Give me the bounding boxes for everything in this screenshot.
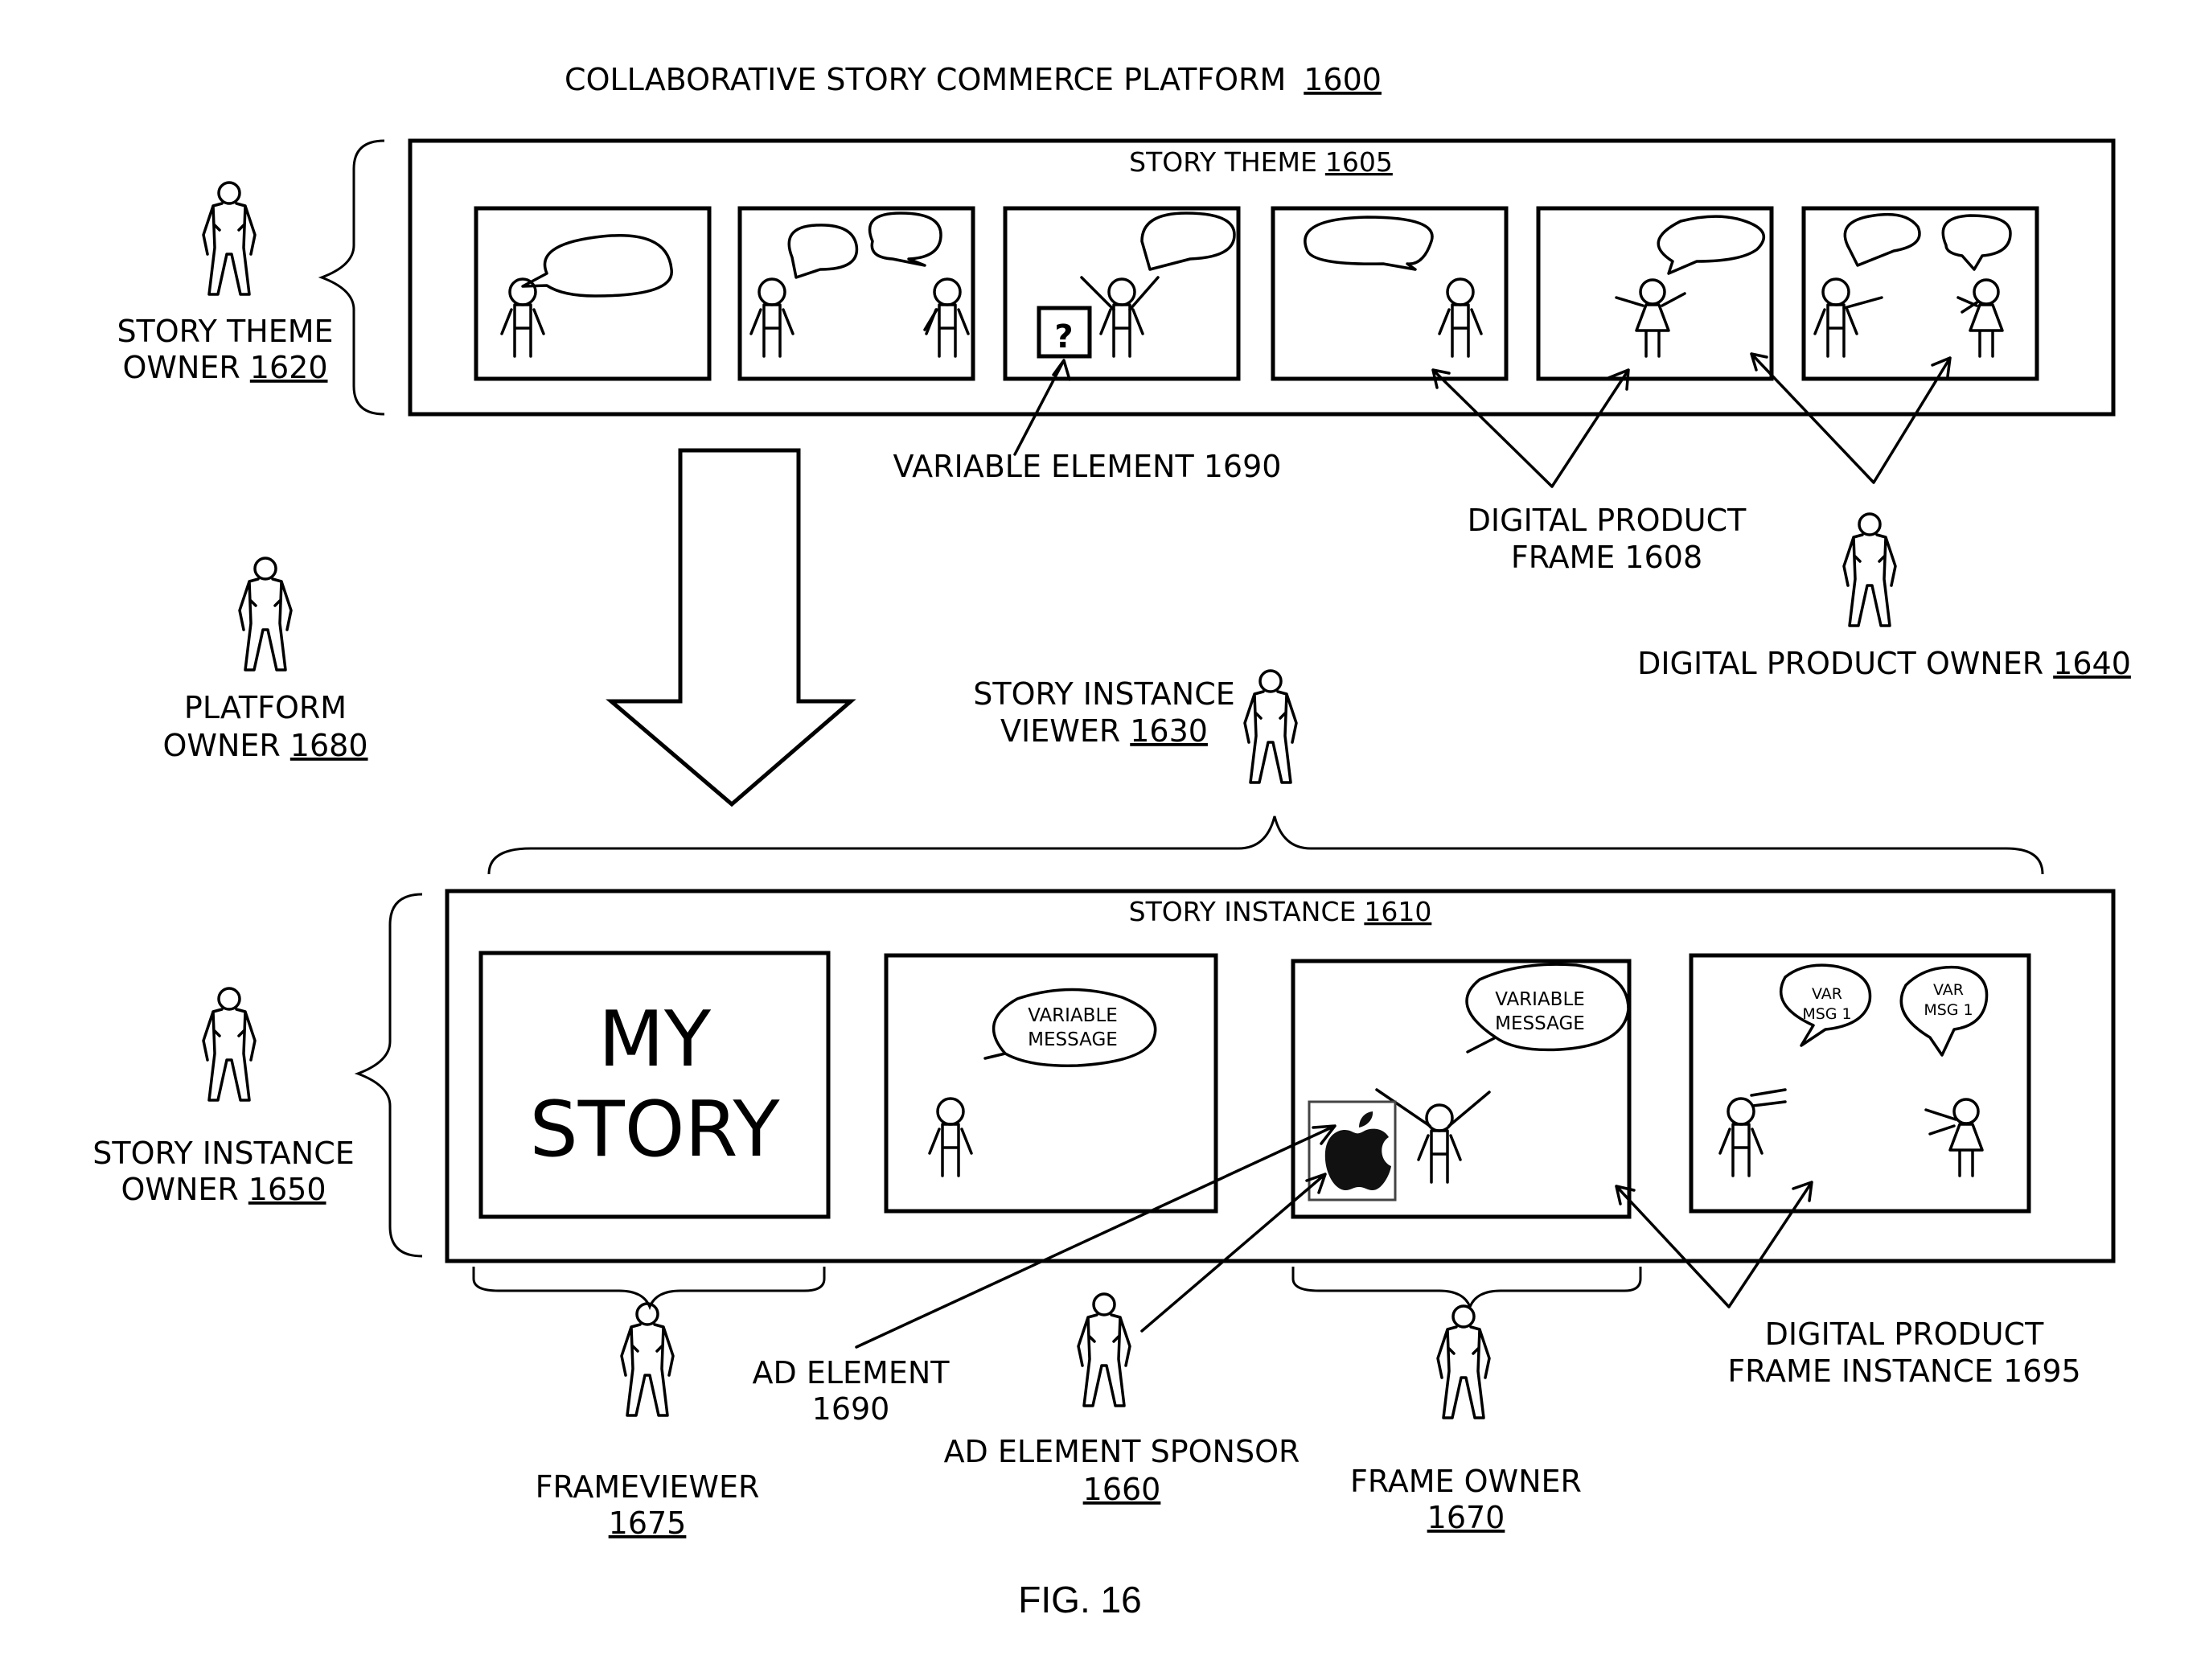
story-instance-owner-label-2: OWNER1650	[121, 1172, 326, 1207]
story-theme-owner-label-1: STORY THEME	[117, 314, 333, 349]
frame-viewer-label: FRAMEVIEWER	[536, 1469, 760, 1505]
story-instance-owner-icon	[203, 988, 255, 1100]
theme-frame-1	[476, 208, 709, 379]
frame-viewer-brace	[474, 1267, 824, 1307]
digital-product-frame-instance-label-1: DIGITAL PRODUCT	[1765, 1316, 2044, 1352]
transform-arrow	[611, 450, 851, 804]
instance-frame-ad: VARIABLE MESSAGE	[1293, 961, 1629, 1217]
theme-frame-3: ?	[1005, 208, 1238, 379]
ad-sponsor-arrow	[1142, 1174, 1325, 1331]
frame-owner-icon	[1438, 1306, 1489, 1418]
variable-message-2-line-1: VARIABLE	[1495, 989, 1585, 1010]
story-instance-label: STORY INSTANCE1610	[1129, 896, 1432, 927]
story-theme-owner-icon	[203, 183, 255, 294]
story-instance-owner-brace	[358, 894, 422, 1256]
var-msg-1-line-2: MSG 1	[1802, 1005, 1851, 1023]
ad-element-sponsor-ref: 1660	[1083, 1472, 1161, 1507]
theme-frame-5	[1538, 208, 1772, 379]
figure-label: FIG. 16	[1018, 1579, 1141, 1620]
digital-product-owner-label: DIGITAL PRODUCT OWNER1640	[1637, 646, 2131, 681]
digital-product-frame-label-1: DIGITAL PRODUCT	[1468, 503, 1747, 538]
my-story-line-2: STORY	[529, 1086, 780, 1174]
platform-owner-icon	[240, 558, 291, 670]
frame-owner-label: FRAME OWNER	[1350, 1464, 1582, 1499]
platform-owner-label-1: PLATFORM	[184, 690, 347, 725]
instance-frame-my-story: MY STORY	[481, 953, 828, 1217]
theme-frame-6	[1804, 208, 2037, 379]
frame-owner-brace	[1293, 1267, 1640, 1307]
theme-frame-4	[1273, 208, 1506, 379]
story-instance-viewer-brace	[489, 816, 2043, 874]
variable-element-label: VARIABLE ELEMENT 1690	[893, 449, 1282, 484]
var-msg-2-line-1: VAR	[1933, 981, 1964, 999]
var-msg-1-line-1: VAR	[1812, 985, 1842, 1003]
instance-frame-variable-message-1: VARIABLE MESSAGE	[886, 955, 1216, 1211]
frame-viewer-icon	[622, 1304, 673, 1415]
story-instance-viewer-label-2: VIEWER1630	[1000, 713, 1208, 749]
frame-owner-ref: 1670	[1427, 1500, 1505, 1535]
digital-product-frame-instance-label-2: FRAME INSTANCE 1695	[1727, 1353, 2080, 1389]
theme-frame-2	[740, 208, 973, 379]
story-instance-owner-label-1: STORY INSTANCE	[92, 1136, 355, 1171]
platform-owner-label-2: OWNER1680	[162, 728, 367, 763]
story-theme-label: STORY THEME1605	[1129, 146, 1393, 178]
variable-message-1-line-1: VARIABLE	[1028, 1005, 1118, 1026]
digital-product-owner-icon	[1844, 514, 1895, 626]
var-msg-2-line-2: MSG 1	[1924, 1001, 1973, 1019]
digital-product-owner-arrows	[1751, 354, 1950, 483]
digital-product-frame-instance-arrows	[1616, 1182, 1812, 1307]
digital-product-frame-label-2: FRAME 1608	[1511, 540, 1702, 575]
ad-element-label-2: 1690	[812, 1391, 890, 1427]
variable-element-arrow	[1015, 360, 1070, 454]
variable-message-2-line-2: MESSAGE	[1495, 1013, 1585, 1034]
theme-owner-brace	[322, 141, 384, 414]
story-instance-viewer-icon	[1245, 671, 1296, 782]
question-mark: ?	[1054, 318, 1073, 355]
story-instance-viewer-label-1: STORY INSTANCE	[973, 676, 1235, 712]
ad-element-sponsor-label: AD ELEMENT SPONSOR	[944, 1434, 1300, 1469]
instance-frame-var-msg: VAR MSG 1 VAR MSG 1	[1691, 955, 2029, 1211]
figure-title: COLLABORATIVE STORY COMMERCE PLATFORM160…	[565, 62, 1382, 97]
ad-element-label-1: AD ELEMENT	[753, 1355, 951, 1390]
frame-viewer-ref: 1675	[609, 1505, 687, 1541]
my-story-line-1: MY	[598, 996, 712, 1084]
variable-message-1-line-2: MESSAGE	[1028, 1029, 1118, 1050]
digital-product-frame-arrows	[1433, 370, 1628, 487]
story-theme-owner-label-2: OWNER1620	[122, 350, 327, 385]
story-theme-box	[410, 141, 2113, 414]
ad-element-sponsor-icon	[1078, 1294, 1130, 1406]
